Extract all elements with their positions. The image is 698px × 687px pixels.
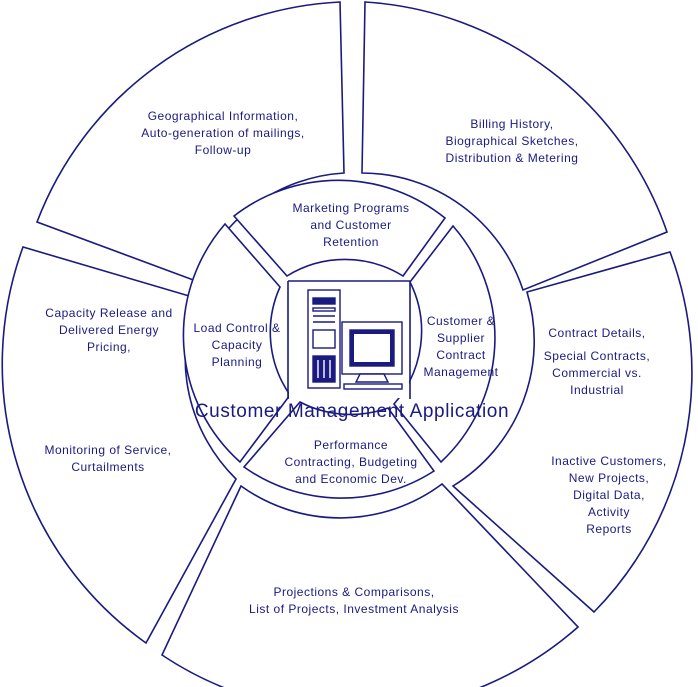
outer-right-lower-line-2: New Projects,	[569, 471, 650, 485]
outer-segment-left	[1, 246, 237, 645]
outer-left-upper-line-1: Capacity Release and	[45, 306, 172, 320]
inner-right-line-4: Management	[423, 365, 498, 379]
outer-left-upper-line-3: Pricing,	[87, 340, 131, 354]
inner-left-line-3: Planning	[212, 355, 263, 369]
outer-right-lower-line-1: Inactive Customers,	[551, 454, 667, 468]
outer-segment-right	[451, 251, 693, 614]
inner-right-line-3: Contract	[436, 348, 486, 362]
inner-top-line-2: and Customer	[310, 218, 391, 232]
outer-segment-bottom	[160, 482, 580, 687]
inner-top-line-1: Marketing Programs	[292, 201, 409, 215]
outer-top-right-line-1: Billing History,	[470, 117, 553, 131]
outer-segment-top-right	[361, 1, 669, 292]
computer-workstation-icon	[307, 289, 403, 390]
inner-right-line-2: Supplier	[437, 331, 485, 345]
outer-top-left-line-1: Geographical Information,	[148, 109, 299, 123]
inner-left-line-1: Load Control &	[193, 321, 280, 335]
outer-labels: Geographical Information, Auto-generatio…	[44, 109, 666, 616]
outer-top-left-line-2: Auto-generation of mailings,	[141, 126, 304, 140]
outer-right-lower-line-4: Activity	[588, 505, 630, 519]
inner-labels: Marketing Programs and Customer Retentio…	[193, 201, 498, 486]
outer-right-upper-line-3: Commercial vs.	[552, 366, 642, 380]
outer-top-right-line-3: Distribution & Metering	[446, 151, 579, 165]
outer-right-upper-line-1: Contract Details,	[548, 326, 645, 340]
inner-segment-bottom	[242, 400, 436, 499]
inner-segment-top	[232, 179, 447, 278]
inner-segment-right	[392, 224, 496, 464]
inner-bottom-line-1: Performance	[314, 438, 388, 452]
outer-left-lower-line-2: Curtailments	[71, 460, 144, 474]
outer-bottom-line-1: Projections & Comparisons,	[273, 585, 434, 599]
inner-right-line-1: Customer &	[427, 314, 495, 328]
outer-left-lower-line-1: Monitoring of Service,	[44, 443, 171, 457]
inner-top-line-3: Retention	[323, 235, 379, 249]
outer-bottom-line-2: List of Projects, Investment Analysis	[249, 602, 459, 616]
outer-right-lower-line-5: Reports	[586, 522, 632, 536]
inner-bottom-line-2: Contracting, Budgeting	[284, 455, 417, 469]
inner-bottom-line-3: and Economic Dev.	[295, 472, 407, 486]
outer-top-right-line-2: Biographical Sketches,	[445, 134, 578, 148]
outer-right-upper-line-2: Special Contracts,	[544, 349, 650, 363]
outer-right-lower-line-3: Digital Data,	[573, 488, 645, 502]
inner-segment-left	[182, 222, 291, 464]
diagram-title: Customer Management Application	[195, 401, 509, 422]
inner-left-line-2: Capacity	[212, 338, 263, 352]
outer-left-upper-line-2: Delivered Energy	[59, 323, 159, 337]
outer-right-upper-line-4: Industrial	[570, 383, 624, 397]
outer-top-left-line-3: Follow-up	[195, 143, 252, 157]
